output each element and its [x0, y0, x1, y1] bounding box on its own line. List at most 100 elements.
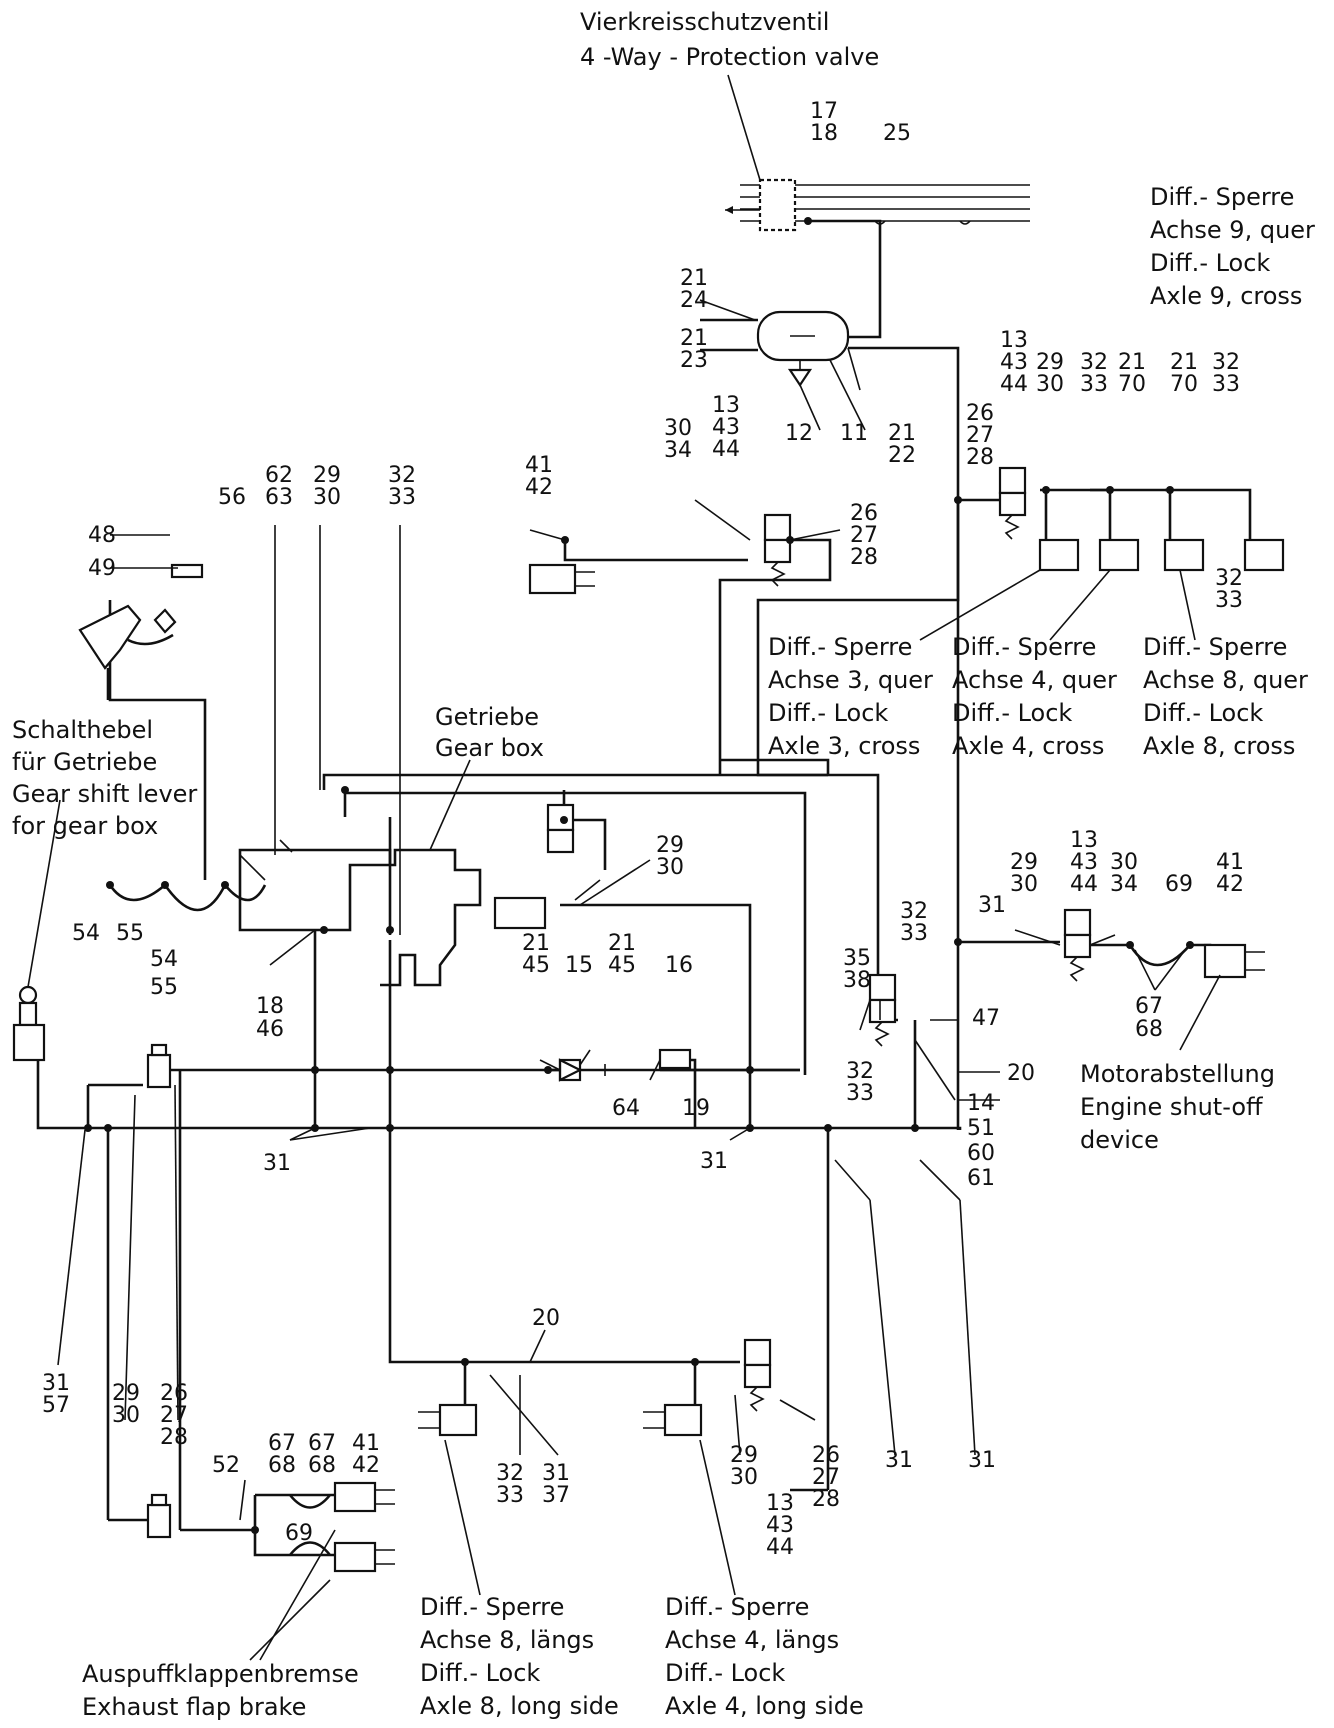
part-number: 34 — [1110, 872, 1138, 897]
leaders — [57, 74, 1265, 1661]
part-number: 21 — [522, 931, 550, 956]
part-number: 13 — [1070, 828, 1098, 853]
part-number: 43 — [1070, 850, 1098, 875]
part-number: 54 — [72, 921, 100, 946]
air-reservoir-icon — [756, 310, 850, 387]
axle8q-line3: Diff.- Lock — [1143, 699, 1263, 727]
part-number: 33 — [1080, 372, 1108, 397]
part-number: 30 — [1010, 872, 1038, 897]
part-number: 32 — [388, 463, 416, 488]
part-number: 48 — [88, 523, 116, 548]
part-number: 64 — [612, 1096, 640, 1121]
part-number: 20 — [1007, 1061, 1035, 1086]
part-number: 33 — [1215, 588, 1243, 613]
protection-valve-de: Vierkreisschutzventil — [580, 8, 829, 36]
part-number: 55 — [150, 975, 178, 1000]
gear-box-de: Getriebe — [435, 703, 539, 731]
axle4q-line1: Diff.- Sperre — [952, 633, 1096, 661]
part-number: 42 — [1216, 872, 1244, 897]
axle8l-line1: Diff.- Sperre — [420, 1593, 564, 1621]
part-number: 44 — [712, 437, 740, 462]
part-number: 70 — [1118, 372, 1146, 397]
part-number: 12 — [785, 421, 813, 446]
part-number: 46 — [256, 1017, 284, 1042]
part-number: 29 — [313, 463, 341, 488]
part-number: 32 — [900, 899, 928, 924]
gear-box-icon — [238, 848, 482, 987]
part-number: 31 — [263, 1151, 291, 1176]
shift-line1: Schalthebel — [12, 716, 153, 744]
part-number: 57 — [42, 1393, 70, 1418]
part-number: 28 — [812, 1487, 840, 1512]
axle9-line4: Axle 9, cross — [1150, 282, 1302, 310]
part-number: 26 — [812, 1443, 840, 1468]
part-number: 33 — [846, 1081, 874, 1106]
axle9-line2: Achse 9, quer — [1150, 216, 1315, 244]
part-number: 30 — [664, 416, 692, 441]
part-number: 23 — [680, 348, 708, 373]
exhaust-de: Auspuffklappenbremse — [82, 1660, 359, 1688]
part-number: 30 — [313, 485, 341, 510]
part-number: 31 — [885, 1448, 913, 1473]
part-number: 70 — [1170, 372, 1198, 397]
part-number: 62 — [265, 463, 293, 488]
part-number: 49 — [88, 556, 116, 581]
check-valve-icon — [558, 1048, 692, 1082]
solenoid-valve-icon — [546, 466, 1092, 1412]
part-number: 31 — [42, 1371, 70, 1396]
part-number: 68 — [308, 1453, 336, 1478]
part-number: 20 — [532, 1306, 560, 1331]
part-number: 51 — [967, 1116, 995, 1141]
part-number: 45 — [522, 953, 550, 978]
gear-box-en: Gear box — [435, 734, 544, 762]
part-number: 43 — [1000, 350, 1028, 375]
part-number: 21 — [1118, 350, 1146, 375]
shift-line3: Gear shift lever — [12, 780, 197, 808]
part-number: 26 — [966, 401, 994, 426]
part-number: 21 — [608, 931, 636, 956]
part-number: 30 — [656, 855, 684, 880]
axle4l-line1: Diff.- Sperre — [665, 1593, 809, 1621]
part-number: 27 — [812, 1465, 840, 1490]
part-number: 27 — [850, 523, 878, 548]
part-numbers: 17 18 25 21 24 21 23 12 11 21 22 41 42 3… — [42, 99, 1244, 1560]
axle3-line3: Diff.- Lock — [768, 699, 888, 727]
axle8q-line1: Diff.- Sperre — [1143, 633, 1287, 661]
part-number: 27 — [966, 423, 994, 448]
part-number: 44 — [766, 1535, 794, 1560]
part-number: 26 — [850, 501, 878, 526]
part-number: 30 — [1036, 372, 1064, 397]
brake-cylinder-icon — [333, 538, 1285, 1573]
part-number: 45 — [608, 953, 636, 978]
part-number: 17 — [810, 99, 838, 124]
part-number: 56 — [218, 485, 246, 510]
part-number: 33 — [496, 1483, 524, 1508]
part-number: 63 — [265, 485, 293, 510]
part-number: 42 — [352, 1453, 380, 1478]
protection-valve-en: 4 -Way - Protection valve — [580, 43, 879, 71]
part-number: 27 — [160, 1403, 188, 1428]
part-number: 67 — [268, 1431, 296, 1456]
axle4q-line3: Diff.- Lock — [952, 699, 1072, 727]
part-number: 61 — [967, 1166, 995, 1191]
part-number: 33 — [1212, 372, 1240, 397]
part-number: 38 — [843, 968, 871, 993]
part-number: 31 — [968, 1448, 996, 1473]
part-number: 69 — [285, 1521, 313, 1546]
axle8l-line3: Diff.- Lock — [420, 1659, 540, 1687]
part-number: 37 — [542, 1483, 570, 1508]
engine-de: Motorabstellung — [1080, 1060, 1275, 1088]
part-number: 31 — [978, 893, 1006, 918]
shift-line4: for gear box — [12, 812, 158, 840]
part-number: 11 — [840, 421, 868, 446]
part-number: 16 — [665, 953, 693, 978]
text-labels: Vierkreisschutzventil 4 -Way - Protectio… — [12, 8, 1315, 1721]
engine-en2: device — [1080, 1126, 1159, 1154]
part-number: 26 — [160, 1381, 188, 1406]
engine-en: Engine shut-off — [1080, 1093, 1263, 1121]
part-number: 28 — [160, 1425, 188, 1450]
part-number: 41 — [1216, 850, 1244, 875]
axle3-line1: Diff.- Sperre — [768, 633, 912, 661]
